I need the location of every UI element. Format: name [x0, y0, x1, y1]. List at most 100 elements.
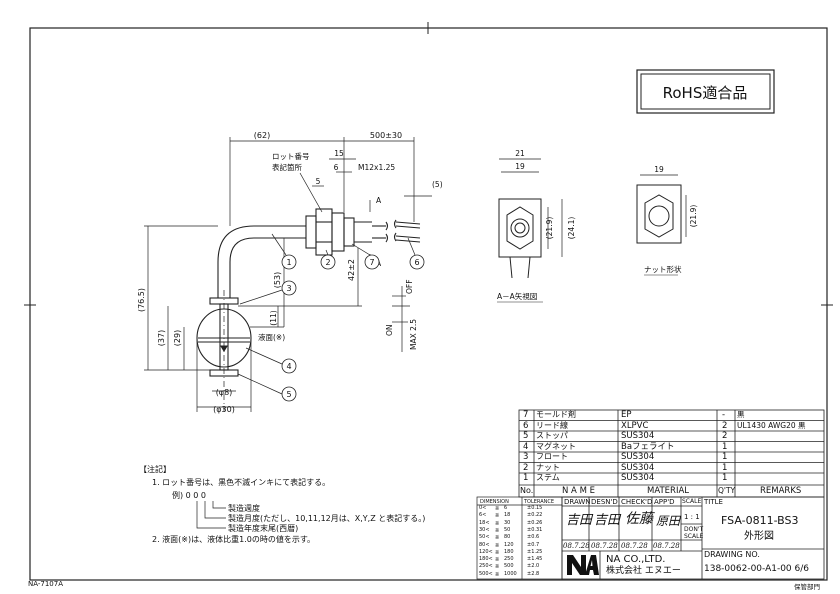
leader-2 — [325, 249, 329, 256]
part-name: マグネット — [536, 441, 576, 451]
section-bore-inner — [514, 222, 526, 234]
tb-sig-appd: 原田 — [656, 514, 681, 528]
tb-company-en: NA CO.,LTD. — [606, 554, 666, 565]
tb-desnd-label: DESN'D — [591, 498, 618, 506]
tolerance-header-dimension: DIMENSION — [480, 499, 509, 505]
tolerance-row: 120< ≦ 180 ±1.25 — [479, 549, 561, 556]
stem-outline-inner — [229, 237, 306, 298]
part-no: 6 — [523, 420, 529, 431]
tolerance-row: 30< ≦ 50 ±0.31 — [479, 527, 561, 534]
tol-from: 6< — [479, 512, 487, 519]
leader-7 — [351, 243, 371, 256]
dim-5: 5 — [316, 177, 321, 186]
wire-break-1 — [385, 221, 389, 243]
balloon-4-text: 4 — [286, 362, 291, 371]
tb-appd-label: APP'D — [654, 498, 675, 506]
titleblock-border — [561, 496, 825, 580]
section-hex-outer — [498, 198, 542, 258]
part-qty: - — [722, 410, 726, 420]
tol-to: 120 — [504, 541, 514, 548]
tol-value: ±2.8 — [527, 570, 540, 577]
tolerance-row: 50< ≦ 80 ±0.6 — [479, 534, 561, 541]
header-remarks: REMARKS — [760, 486, 802, 496]
tol-value: ±0.26 — [527, 519, 543, 526]
tol-to: 50 — [504, 526, 511, 533]
nut-body — [315, 208, 333, 256]
part-name: フロート — [536, 452, 568, 461]
tb-date-appd: 08.7.28 — [653, 542, 680, 550]
note-bracket — [196, 501, 226, 529]
liquid-level-mark — [220, 345, 228, 353]
section-wire-2 — [527, 256, 531, 279]
note-legend-3: 製造年度末尾(西暦) — [228, 523, 298, 533]
tol-op: ≦ — [495, 505, 500, 511]
dim-62: (62) — [254, 131, 270, 140]
tol-from: 0< — [479, 505, 487, 511]
tol-to: 180 — [504, 548, 514, 555]
balloon-3-text: 3 — [286, 284, 291, 293]
tolerance-row: 18< ≦ 30 ±0.26 — [479, 520, 561, 527]
tb-date-drawn: 08.7.28 — [563, 542, 590, 550]
document-id: NA-7107A — [28, 580, 63, 588]
note-bracket-2 — [204, 501, 226, 519]
rohs-label: RoHS適合品 — [663, 84, 748, 102]
tb-date-desnd: 08.7.28 — [591, 542, 618, 550]
dim-15: 15 — [334, 149, 344, 158]
nut-dim19-text: 19 — [654, 165, 664, 174]
rohs-box-inner — [640, 73, 771, 110]
leader-3 — [239, 289, 283, 305]
tb-title-label: TITLE — [704, 498, 723, 506]
notes-title: 【注記】 — [139, 464, 171, 474]
part-material: Baフェライト — [621, 441, 675, 452]
switch-on: ON — [385, 324, 394, 336]
tol-value: ±1.45 — [527, 556, 543, 563]
nut-left — [305, 215, 317, 249]
part-no: 2 — [523, 462, 529, 473]
tol-from: 120< — [479, 548, 493, 555]
part-qty: 1 — [722, 441, 728, 452]
tol-op: ≦ — [495, 548, 500, 555]
dim-11: (11) — [269, 310, 278, 325]
tb-drawing-no: 138-0062-00-A1-00 6/6 — [704, 564, 810, 574]
tol-from: 80< — [479, 541, 490, 548]
dim-5b: (5) — [432, 180, 443, 189]
leader-1 — [271, 233, 287, 256]
company-logo — [567, 555, 599, 575]
tb-sig-checkd: 佐藤 — [625, 511, 653, 527]
tol-to: 80 — [504, 534, 511, 541]
tolerance-row: 180< ≦ 250 ±1.45 — [479, 556, 561, 563]
lot-marking-leader — [299, 172, 323, 213]
tol-value: ±0.15 — [527, 505, 543, 511]
note-bracket-3 — [196, 501, 226, 529]
leader-4 — [245, 347, 283, 365]
rohs-box-outer — [636, 69, 775, 114]
tb-dont-scale: DON'T — [684, 526, 704, 533]
logo-a — [585, 555, 599, 575]
balloon-5-text: 5 — [286, 390, 291, 399]
thread-end — [343, 217, 355, 247]
tol-op: ≦ — [495, 570, 500, 577]
part-material: EP — [621, 410, 632, 420]
tol-to: 18 — [504, 512, 511, 519]
dim-500: 500±30 — [370, 131, 402, 140]
tolerance-row: 500< ≦ 1000 ±2.8 — [479, 571, 561, 578]
tb-sig-desnd: 吉田 — [594, 513, 621, 528]
part-material: XLPVC — [621, 420, 649, 431]
dim-6: 6 — [334, 163, 339, 172]
balloon-6 — [409, 254, 425, 270]
tol-to: 30 — [504, 519, 511, 526]
section-bore — [510, 218, 530, 238]
liquid-level-label: 液面(※) — [258, 332, 285, 342]
section-hex — [506, 206, 534, 250]
part-no: 4 — [523, 441, 529, 452]
lead-wire-5 — [395, 235, 421, 239]
tol-value: ±1.25 — [527, 548, 543, 555]
header-material: MATERIAL — [647, 486, 690, 496]
tb-drawn-label: DRAWN — [564, 498, 591, 506]
section-aa-view — [498, 158, 563, 279]
balloon-3 — [281, 280, 297, 296]
tol-to: 250 — [504, 556, 514, 563]
section-wire-1 — [509, 256, 513, 279]
part-qty: 1 — [722, 452, 728, 462]
tb-drawing-no-label: DRAWING NO. — [704, 550, 760, 559]
